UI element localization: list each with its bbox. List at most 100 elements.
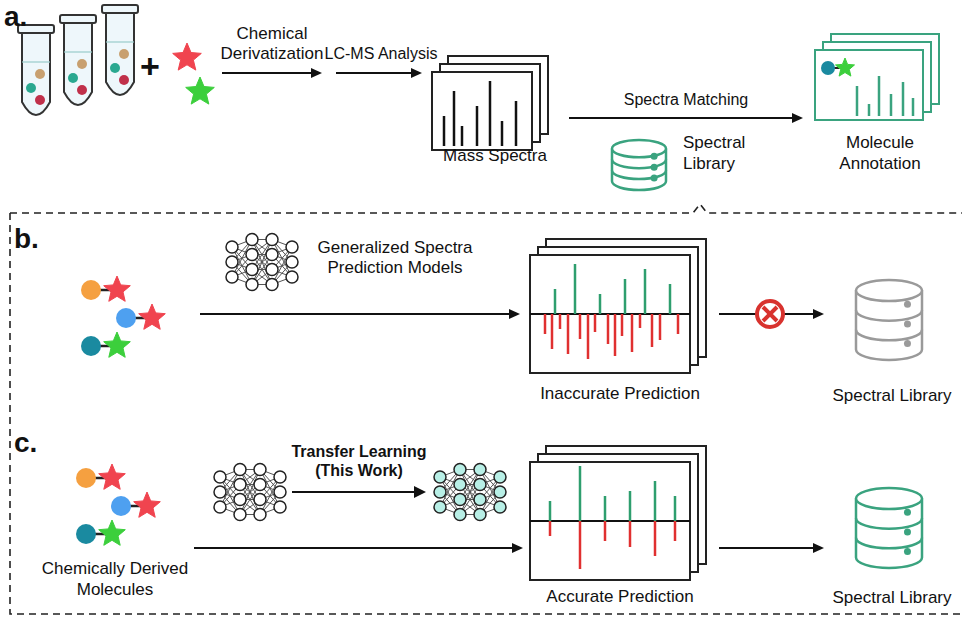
text-label: Generalized Spectra Prediction Models bbox=[300, 238, 490, 278]
edge-label: Spectra Matching bbox=[622, 90, 751, 109]
network-node bbox=[254, 464, 266, 476]
database-band bbox=[856, 518, 922, 529]
spectrum-peak bbox=[902, 82, 905, 116]
spectrum-peak bbox=[856, 86, 859, 116]
database-dot bbox=[904, 528, 911, 535]
molecule-dot bbox=[77, 85, 87, 95]
spectrum-peak bbox=[579, 466, 582, 521]
spectrum-peak bbox=[639, 314, 642, 328]
arrow-line bbox=[222, 72, 314, 74]
star-tag bbox=[186, 77, 215, 104]
test-tube bbox=[64, 22, 92, 105]
network-node bbox=[246, 264, 258, 276]
spectrum-peak bbox=[453, 91, 456, 146]
arrow-head bbox=[414, 486, 426, 498]
network-link bbox=[252, 240, 272, 285]
network-node bbox=[266, 234, 278, 246]
network-link bbox=[460, 470, 480, 515]
connector-line bbox=[194, 547, 514, 549]
database-top bbox=[856, 280, 922, 301]
spectrum-peak bbox=[551, 314, 554, 349]
network-node bbox=[234, 509, 246, 521]
molecule-ball bbox=[76, 524, 96, 544]
spectrum-peak bbox=[629, 491, 632, 521]
spectrum-peak bbox=[621, 314, 624, 336]
labeled-icon: Spectral Library bbox=[605, 130, 770, 192]
network-node bbox=[266, 279, 278, 291]
liquid-level bbox=[22, 61, 50, 62]
spectrum-peak bbox=[604, 521, 607, 541]
labeled-icon: Inaccurate Prediction bbox=[525, 230, 717, 408]
star-tag bbox=[104, 332, 131, 357]
connector-arrow bbox=[194, 548, 514, 549]
network-node bbox=[434, 486, 446, 498]
arrow-line bbox=[200, 313, 512, 315]
network-node bbox=[234, 494, 246, 506]
arrow-head bbox=[411, 68, 422, 78]
spectrum-peak bbox=[559, 314, 562, 329]
labeled-icon: Accurate Prediction bbox=[525, 440, 717, 609]
network-node bbox=[274, 486, 286, 498]
star-tag bbox=[836, 58, 855, 76]
test-tube bbox=[106, 12, 134, 95]
spectrum-peak bbox=[443, 116, 446, 146]
network-node bbox=[286, 241, 298, 253]
network-link bbox=[240, 470, 260, 515]
text-label: c. bbox=[14, 426, 54, 460]
text-label: Transfer Learning (This Work) bbox=[285, 442, 433, 480]
spectrum-peak bbox=[599, 294, 602, 314]
text-label: a. bbox=[4, 0, 44, 34]
molecule-ball bbox=[116, 308, 136, 328]
spectrum-peak bbox=[549, 521, 552, 536]
labeled-icon: Chemically Derived Molecules bbox=[40, 455, 192, 603]
liquid-level bbox=[64, 51, 92, 52]
spectrum-peak bbox=[624, 279, 627, 314]
spectrum-peak bbox=[674, 521, 677, 541]
molecule-dot bbox=[35, 69, 45, 79]
database-dot bbox=[904, 320, 911, 327]
text-label: Chemical Derivatization bbox=[216, 24, 328, 64]
molecule-ball bbox=[821, 61, 835, 75]
molecule-ball bbox=[81, 280, 101, 300]
labeled-icon: Spectral Library bbox=[826, 270, 960, 408]
network-link bbox=[460, 470, 480, 515]
star-tag bbox=[134, 492, 161, 517]
spectrum-peak bbox=[567, 314, 570, 354]
cross-mark bbox=[763, 307, 777, 321]
database-dot bbox=[651, 153, 658, 160]
database-band bbox=[856, 330, 922, 341]
spectrum-peak bbox=[631, 314, 634, 352]
spectrum-peak bbox=[604, 496, 607, 521]
molecule-dot bbox=[35, 95, 45, 105]
database-band bbox=[612, 170, 666, 179]
spectrum-peak bbox=[476, 106, 479, 146]
cross-mark bbox=[757, 301, 783, 327]
network-node bbox=[454, 509, 466, 521]
database-band bbox=[856, 310, 922, 321]
spectrum-peak bbox=[654, 481, 657, 521]
spectrum-peak bbox=[501, 121, 504, 146]
spectrum-peak bbox=[614, 314, 617, 356]
text-label: LC-MS Analysis bbox=[318, 44, 444, 63]
star-tag bbox=[139, 304, 166, 329]
spectrum-card bbox=[815, 50, 923, 120]
node-label: Chemically Derived Molecules bbox=[40, 558, 190, 600]
spectrum-peak bbox=[654, 521, 657, 556]
molecule-dot bbox=[110, 63, 120, 73]
spectrum-peak bbox=[587, 314, 590, 359]
spectrum-peak bbox=[549, 501, 552, 521]
node-label: Molecule Annotation bbox=[820, 132, 940, 174]
network-node bbox=[474, 509, 486, 521]
molecule-dot bbox=[77, 59, 87, 69]
network-node bbox=[254, 494, 266, 506]
spectrum-peak bbox=[651, 314, 654, 347]
database-dot bbox=[904, 548, 911, 555]
tube-lip bbox=[60, 15, 96, 23]
network-node bbox=[254, 509, 266, 521]
spectrum-card bbox=[530, 462, 690, 580]
network-node bbox=[214, 486, 226, 498]
spectrum-peak bbox=[489, 81, 492, 146]
spectrum-peak bbox=[868, 104, 871, 116]
